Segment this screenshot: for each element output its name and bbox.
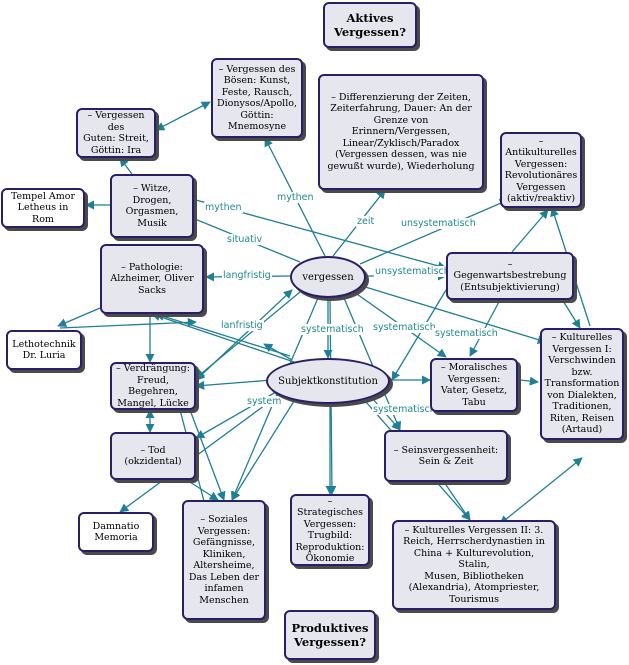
edge-vergessen-antikulturelles	[359, 199, 509, 265]
edge-subjekt-verdraengung	[195, 379, 273, 390]
node-soziales-vergessen[interactable]: – Soziales Vergessen: Gefängnisse, Klini…	[182, 500, 266, 620]
node-seinsvergessenheit[interactable]: – Seinsvergessenheit: Sein & Zeit	[384, 430, 508, 482]
edge-label-system: system	[246, 396, 283, 407]
edge-label-lanfristig: lanfristig	[220, 320, 264, 331]
node-moralisches-vergessen[interactable]: – Moralisches Vergessen: Vater, Gesetz, …	[430, 358, 518, 412]
edge-gegenwart-antikulturelles	[511, 209, 549, 253]
edge-label-systematisch-d: systematisch	[372, 404, 437, 415]
node-strategisches-vergessen[interactable]: – Strategisches Vergessen: Trugbild: Rep…	[290, 494, 370, 566]
edge-pathologie-lethotechnik	[57, 307, 101, 327]
edge-label-unsystematisch-top: unsystematisch	[400, 218, 477, 229]
edge-kulturelles1-kulturelles2	[499, 457, 583, 525]
node-damnatio-memoria[interactable]: Damnatio Memoria	[78, 512, 154, 552]
edge-verdraengung-soziales	[189, 409, 226, 501]
edge-label-systematisch-b: systematisch	[372, 322, 437, 333]
edge-label-mythen-left: mythen	[204, 202, 243, 213]
edge-label-unsystematisch-mid: unsystematisch	[374, 266, 451, 277]
node-produktives-vergessen[interactable]: Produktives Vergessen?	[284, 610, 376, 660]
edge-seins-kulturelles2	[443, 481, 471, 521]
node-kulturelles-vergessen-2[interactable]: – Kulturelles Vergessen II: 3. Reich, He…	[392, 520, 556, 610]
edge-witze-guten	[119, 157, 133, 175]
node-tempel-amor[interactable]: Tempel Amor Letheus in Rom	[1, 188, 85, 228]
edge-boesen-guten	[155, 101, 211, 131]
node-subjektkonstitution-hub[interactable]: Subjektkonstitution	[266, 358, 390, 404]
node-vergessen-des-guten[interactable]: – Vergessen des Guten: Streit, Göttin: I…	[76, 108, 156, 158]
edge-verdraengung-vergessen	[195, 289, 293, 381]
node-antikulturelles-vergessen[interactable]: – Antikulturelles Vergessen: Revolutionä…	[500, 132, 582, 208]
edge-subjekt-damnatio	[119, 393, 281, 513]
node-kulturelles-vergessen-1[interactable]: – Kulturelles Vergessen I: Verschwinden …	[540, 328, 624, 440]
edge-label-langfristig: langfristig	[222, 270, 272, 281]
edge-moralisches-kulturelles1	[519, 376, 539, 386]
node-differenzierung-der-zeiten[interactable]: – Differenzierung der Zeiten, Zeiterfahr…	[318, 74, 484, 190]
edge-gegenwart-subjekt	[391, 289, 447, 381]
node-lethotechnik[interactable]: Lethotechnik Dr. Luria	[6, 330, 82, 370]
node-vergessen-hub[interactable]: vergessen	[290, 256, 366, 298]
node-tod[interactable]: – Tod (okzidental)	[110, 432, 196, 480]
edge-label-zeit: zeit	[356, 216, 376, 227]
node-verdraengung[interactable]: – Verdrängung: Freud, Begehren, Mangel, …	[110, 362, 196, 410]
node-pathologie[interactable]: – Pathologie: Alzheimer, Oliver Sacks	[100, 244, 204, 314]
edge-gegenwart-kulturelles1	[559, 295, 581, 329]
edge-label-situativ: situativ	[226, 234, 264, 245]
node-gegenwartsbestrebung[interactable]: – Gegenwartsbestrebung (Entsubjektivieru…	[446, 252, 574, 300]
edge-subjekt-soziales	[231, 397, 297, 501]
edge-label-mythen-top: mythen	[276, 192, 315, 203]
edge-vergessen-kulturelles1	[361, 285, 547, 344]
edge-label-systematisch-a: systematisch	[300, 324, 365, 335]
edge-subjekt-pathologie-lanfristig	[155, 312, 291, 357]
node-witze-drogen[interactable]: – Witze, Drogen, Orgasmen, Musik	[110, 174, 194, 238]
node-vergessen-des-boesen[interactable]: – Vergessen des Bösen: Kunst, Feste, Rau…	[211, 58, 303, 138]
edge-label-systematisch-c: systematisch	[434, 328, 499, 339]
edge-lethotechnik-subjekt	[59, 317, 197, 329]
node-aktives-vergessen[interactable]: Aktives Vergessen?	[323, 2, 417, 48]
